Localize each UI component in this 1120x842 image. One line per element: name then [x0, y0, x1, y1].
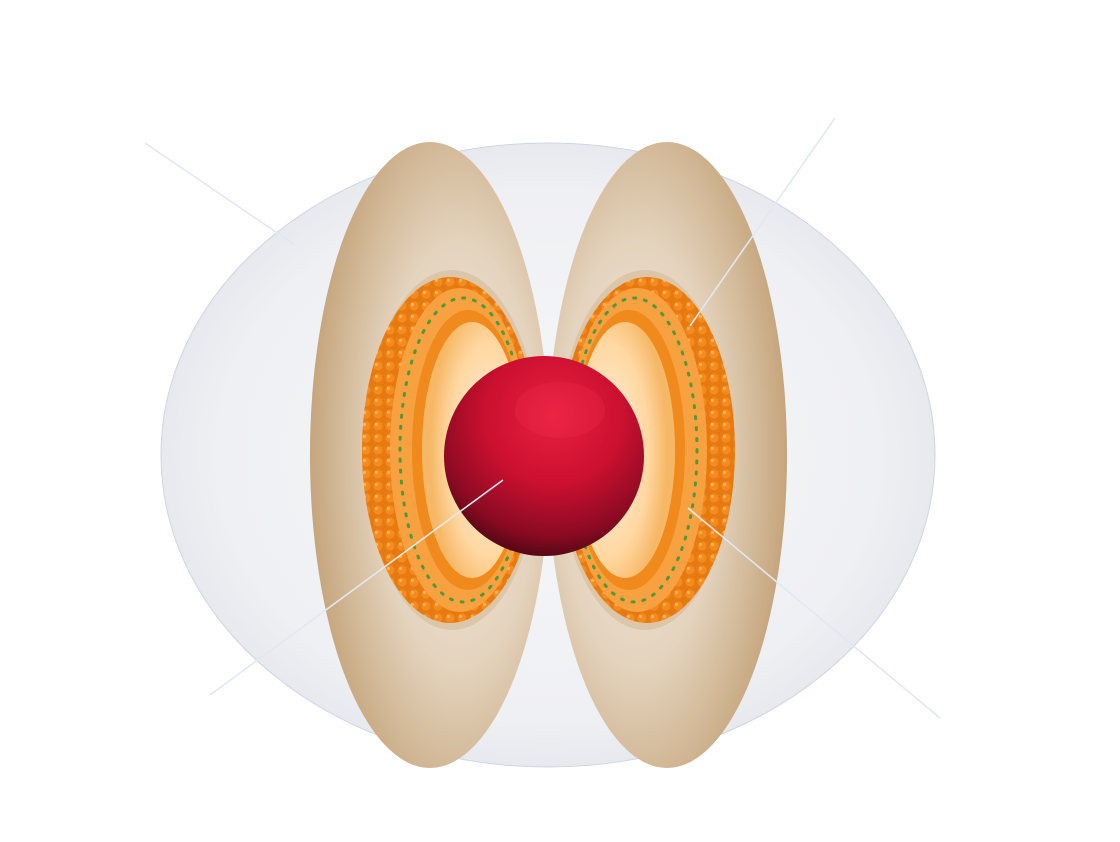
leader-line-shell-right: [689, 117, 836, 327]
core-sphere: [444, 356, 644, 556]
leader-line-outer-left: [144, 142, 296, 246]
leader-line-core: [209, 479, 504, 696]
leader-lines: [144, 117, 941, 719]
core-highlight: [515, 382, 605, 438]
leader-line-bilayer-right: [687, 507, 941, 719]
